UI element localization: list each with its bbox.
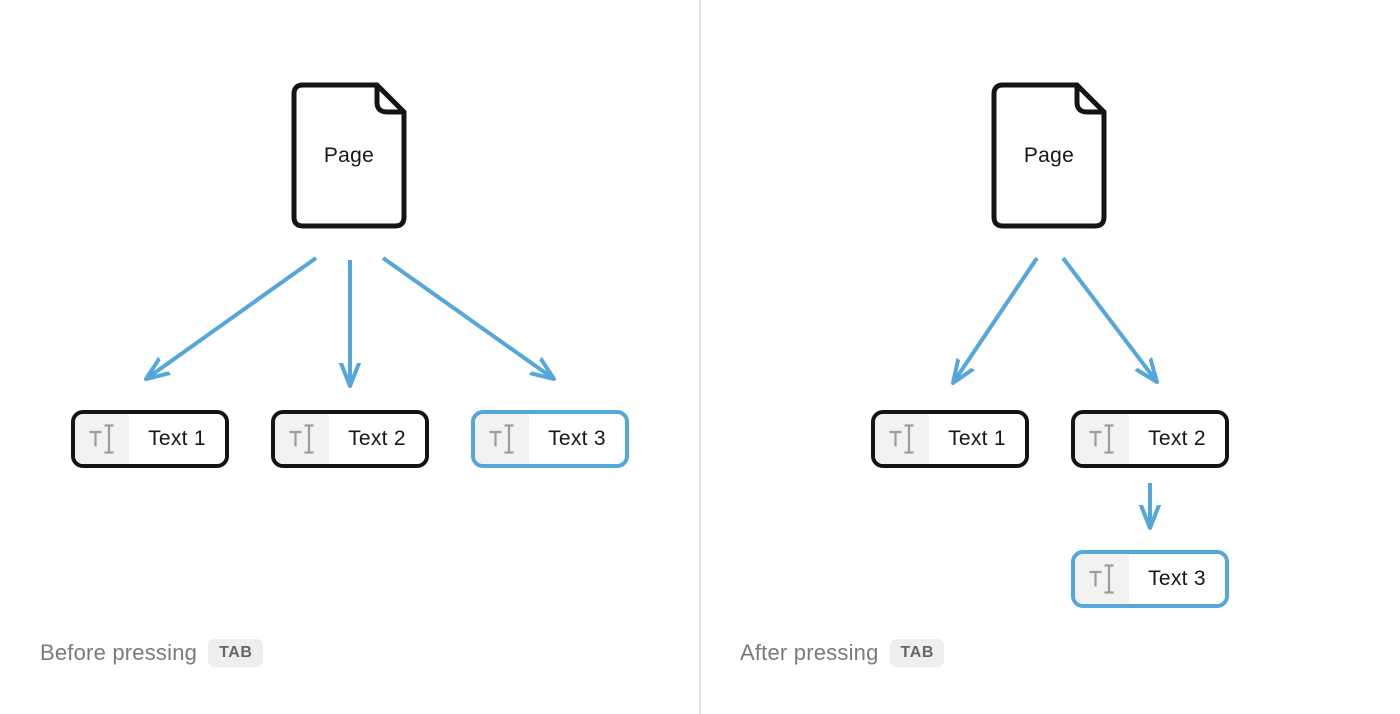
page-label: Page bbox=[1023, 143, 1075, 167]
tab-key-badge: TAB bbox=[889, 639, 945, 667]
caption-text: Before pressing bbox=[40, 640, 198, 665]
text-block-label: Text 3 bbox=[529, 414, 625, 464]
text-block-label: Text 1 bbox=[929, 414, 1025, 464]
text-block-label: Text 2 bbox=[329, 414, 425, 464]
arrow-before-page-to-text1 bbox=[146, 256, 318, 379]
text-block-label: Text 2 bbox=[1129, 414, 1225, 464]
caption-before: Before pressing TAB bbox=[40, 636, 263, 670]
arrow-after-page-to-text1 bbox=[953, 256, 1039, 383]
caption-text: After pressing bbox=[740, 640, 879, 665]
text-block-type-icon bbox=[1075, 554, 1129, 604]
caption-after: After pressing TAB bbox=[740, 636, 945, 670]
text-block-type-icon bbox=[75, 414, 129, 464]
text-block-after-text3-selected: Text 3 bbox=[1071, 550, 1229, 608]
text-block-type-icon bbox=[475, 414, 529, 464]
arrow-before-page-to-text3 bbox=[381, 256, 554, 379]
text-block-after-text1: Text 1 bbox=[871, 410, 1029, 468]
text-block-before-text1: Text 1 bbox=[71, 410, 229, 468]
text-block-type-icon bbox=[275, 414, 329, 464]
page-node-before: Page bbox=[291, 82, 407, 229]
page-document-icon bbox=[291, 82, 407, 229]
text-block-after-text2: Text 2 bbox=[1071, 410, 1229, 468]
arrow-after-page-to-text2 bbox=[1061, 256, 1157, 382]
text-block-type-icon bbox=[875, 414, 929, 464]
text-block-type-icon bbox=[1075, 414, 1129, 464]
panel-divider bbox=[699, 0, 701, 714]
text-block-label: Text 3 bbox=[1129, 554, 1225, 604]
page-label: Page bbox=[323, 143, 375, 167]
page-document-icon bbox=[991, 82, 1107, 229]
tab-key-badge: TAB bbox=[208, 639, 263, 667]
text-block-label: Text 1 bbox=[129, 414, 225, 464]
page-node-after: Page bbox=[991, 82, 1107, 229]
text-block-before-text2: Text 2 bbox=[271, 410, 429, 468]
text-block-before-text3-selected: Text 3 bbox=[471, 410, 629, 468]
